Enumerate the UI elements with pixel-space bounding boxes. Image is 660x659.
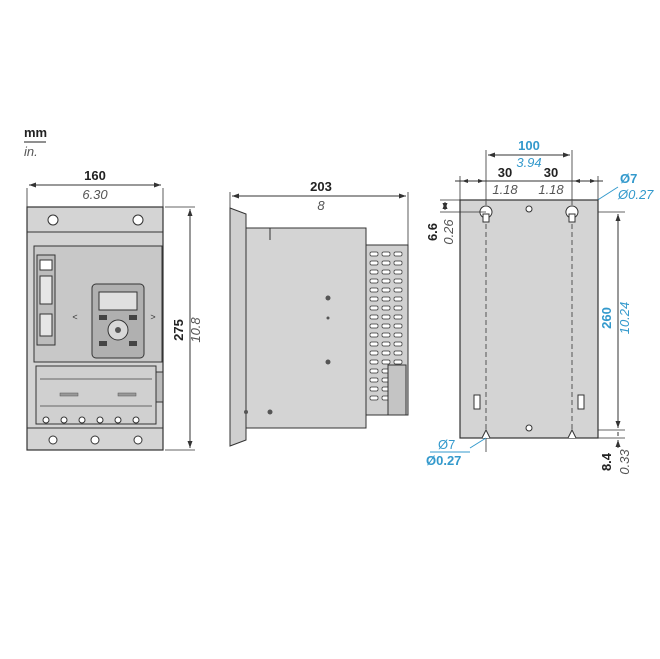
bottom-margin-in: 0.33 [617,449,632,475]
mounting-plate [459,199,599,439]
vent-slot [369,350,379,356]
bottom-hole-dia-mm: Ø7 [438,437,455,452]
vent-slot [393,287,403,293]
side-depth-in: 8 [317,198,325,213]
vent-slot [393,305,403,311]
vent-slot [393,359,403,365]
vent-slot [381,278,391,284]
vent-slot [381,323,391,329]
vent-slot [381,359,391,365]
vent-slot [381,341,391,347]
bottom-margin-mm: 8.4 [599,452,614,471]
front-width-in: 6.30 [82,187,108,202]
front-height-in: 10.8 [188,317,203,343]
front-view: 160 6.30 < > [26,168,203,451]
vent-slot [369,332,379,338]
side-housing [245,227,367,429]
mount-spacing-mm: 100 [518,138,540,153]
side-depth-mm: 203 [310,179,332,194]
vent-slot [393,341,403,347]
svg-text:<: < [72,312,77,322]
vent-slot [369,341,379,347]
vent-slot [393,251,403,257]
vent-slots [369,251,403,401]
vent-slot [369,251,379,257]
vent-slot [369,305,379,311]
vent-slot [369,377,379,383]
side-view: 203 8 [229,179,409,447]
vent-slot [393,323,403,329]
vent-slot [381,350,391,356]
mounting-view: 100 3.94 30 1.18 30 1.18 Ø7 Ø0.27 [425,138,654,475]
vent-slot [381,251,391,257]
vent-slot [381,332,391,338]
top-margin-in: 0.26 [441,219,456,245]
unit-mm-label: mm [24,125,47,140]
vent-slot [369,323,379,329]
vent-slot [381,305,391,311]
bottom-hole-dia-in: Ø0.27 [426,453,461,468]
vent-slot [369,395,379,401]
vent-slot [393,350,403,356]
mount-spacing-in: 3.94 [516,155,541,170]
vent-slot [393,332,403,338]
vent-slot [369,314,379,320]
vent-slot [393,260,403,266]
vent-slot [369,260,379,266]
vent-slot [369,368,379,374]
units-legend: mm in. [24,125,47,159]
right-offset-in: 1.18 [538,182,564,197]
top-margin-mm: 6.6 [425,223,440,241]
vent-slot [369,359,379,365]
vent-slot [369,278,379,284]
front-width-mm: 160 [84,168,106,183]
vent-slot [381,269,391,275]
vent-slot [369,269,379,275]
right-offset-mm: 30 [544,165,558,180]
vent-slot [393,269,403,275]
vent-slot [381,287,391,293]
vent-slot [369,296,379,302]
vent-slot [393,314,403,320]
vertical-spacing-mm: 260 [599,307,614,329]
vertical-spacing-in: 10.24 [617,302,632,335]
front-height-mm: 275 [171,319,186,341]
top-hole-dia-in: Ø0.27 [617,187,654,202]
left-offset-in: 1.18 [492,182,518,197]
vent-slot [381,296,391,302]
top-hole-dia-mm: Ø7 [620,171,637,186]
left-offset-mm: 30 [498,165,512,180]
vent-slot [393,278,403,284]
vent-slot [369,386,379,392]
svg-text:>: > [150,312,155,322]
vent-slot [393,296,403,302]
unit-in-label: in. [24,144,38,159]
vent-slot [381,260,391,266]
vent-slot [381,314,391,320]
vent-slot [369,287,379,293]
